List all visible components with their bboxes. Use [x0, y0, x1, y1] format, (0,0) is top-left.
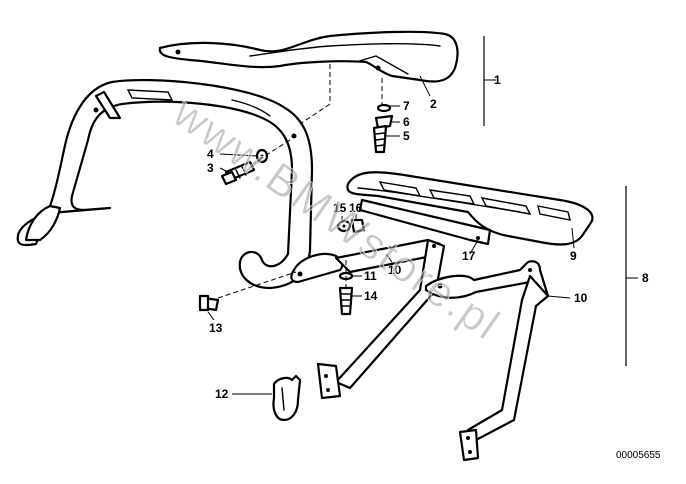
- part-17-rack-plate: [358, 198, 492, 246]
- callout-10-left: 10: [388, 263, 402, 277]
- part-9-luggage-rack: [346, 171, 594, 246]
- callout-10-right: 10: [574, 291, 588, 305]
- fastener-screw-3: [220, 160, 256, 186]
- callout-12: 12: [215, 387, 229, 401]
- callout-1: 1: [494, 73, 501, 87]
- document-number: 00005655: [616, 450, 661, 461]
- callout-4: 4: [207, 147, 214, 161]
- part-10-left-bracket: [290, 238, 446, 400]
- callout-16: 16: [349, 201, 363, 215]
- callout-9: 9: [570, 249, 577, 263]
- callout-7: 7: [403, 99, 410, 113]
- assembly-line-screw-13: [217, 271, 297, 299]
- callout-6: 6: [403, 115, 410, 129]
- callout-13: 13: [209, 321, 223, 335]
- fastener-washer-15: [336, 219, 352, 233]
- leader-lines: [207, 75, 575, 395]
- callout-5: 5: [403, 129, 410, 143]
- callout-15: 15: [333, 201, 347, 215]
- fastener-nut-16: [350, 218, 366, 234]
- fastener-spacer-6: [374, 114, 394, 130]
- callout-8: 8: [642, 271, 649, 285]
- callout-11: 11: [364, 269, 377, 283]
- callout-14: 14: [364, 289, 378, 303]
- callout-3: 3: [207, 161, 214, 175]
- callout-2: 2: [430, 97, 437, 111]
- part-10-right-bracket: [424, 260, 550, 462]
- part-rear-handle-frame: [16, 78, 314, 290]
- assembly-line-upper: [299, 64, 331, 125]
- fastener-screw-14: [338, 286, 354, 316]
- fastener-screw-5: [372, 124, 388, 154]
- part-2-grab-handle: [158, 30, 459, 83]
- part-12-clamp: [272, 374, 302, 422]
- fastener-screw-13: [198, 294, 220, 312]
- callout-17: 17: [462, 249, 476, 263]
